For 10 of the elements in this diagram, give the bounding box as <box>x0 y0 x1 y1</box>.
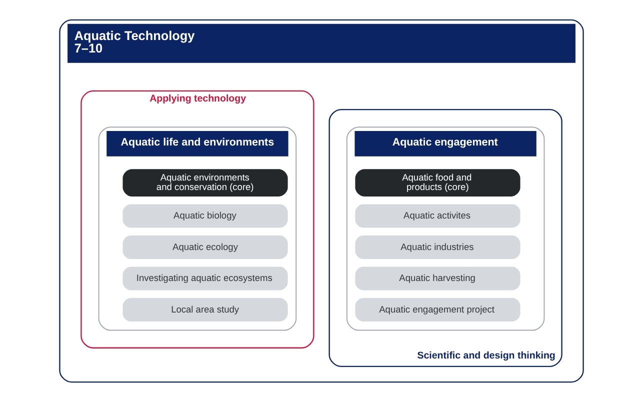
node-box: Aquatic harvesting <box>355 266 520 290</box>
node-box: Aquatic industries <box>355 236 520 259</box>
node-box: Aquatic biology <box>122 204 288 228</box>
node-box: Aquatic activites <box>355 204 520 228</box>
node-box: Aquatic environments and conservation (core) <box>122 169 288 196</box>
node-box: Investigating aquatic ecosystems <box>122 266 288 290</box>
node-box: Aquatic ecology <box>122 236 288 259</box>
node-box: Local area study <box>122 298 288 322</box>
node-box: Aquatic food and products (core) <box>355 169 520 196</box>
node-box: Aquatic engagement project <box>355 298 520 322</box>
